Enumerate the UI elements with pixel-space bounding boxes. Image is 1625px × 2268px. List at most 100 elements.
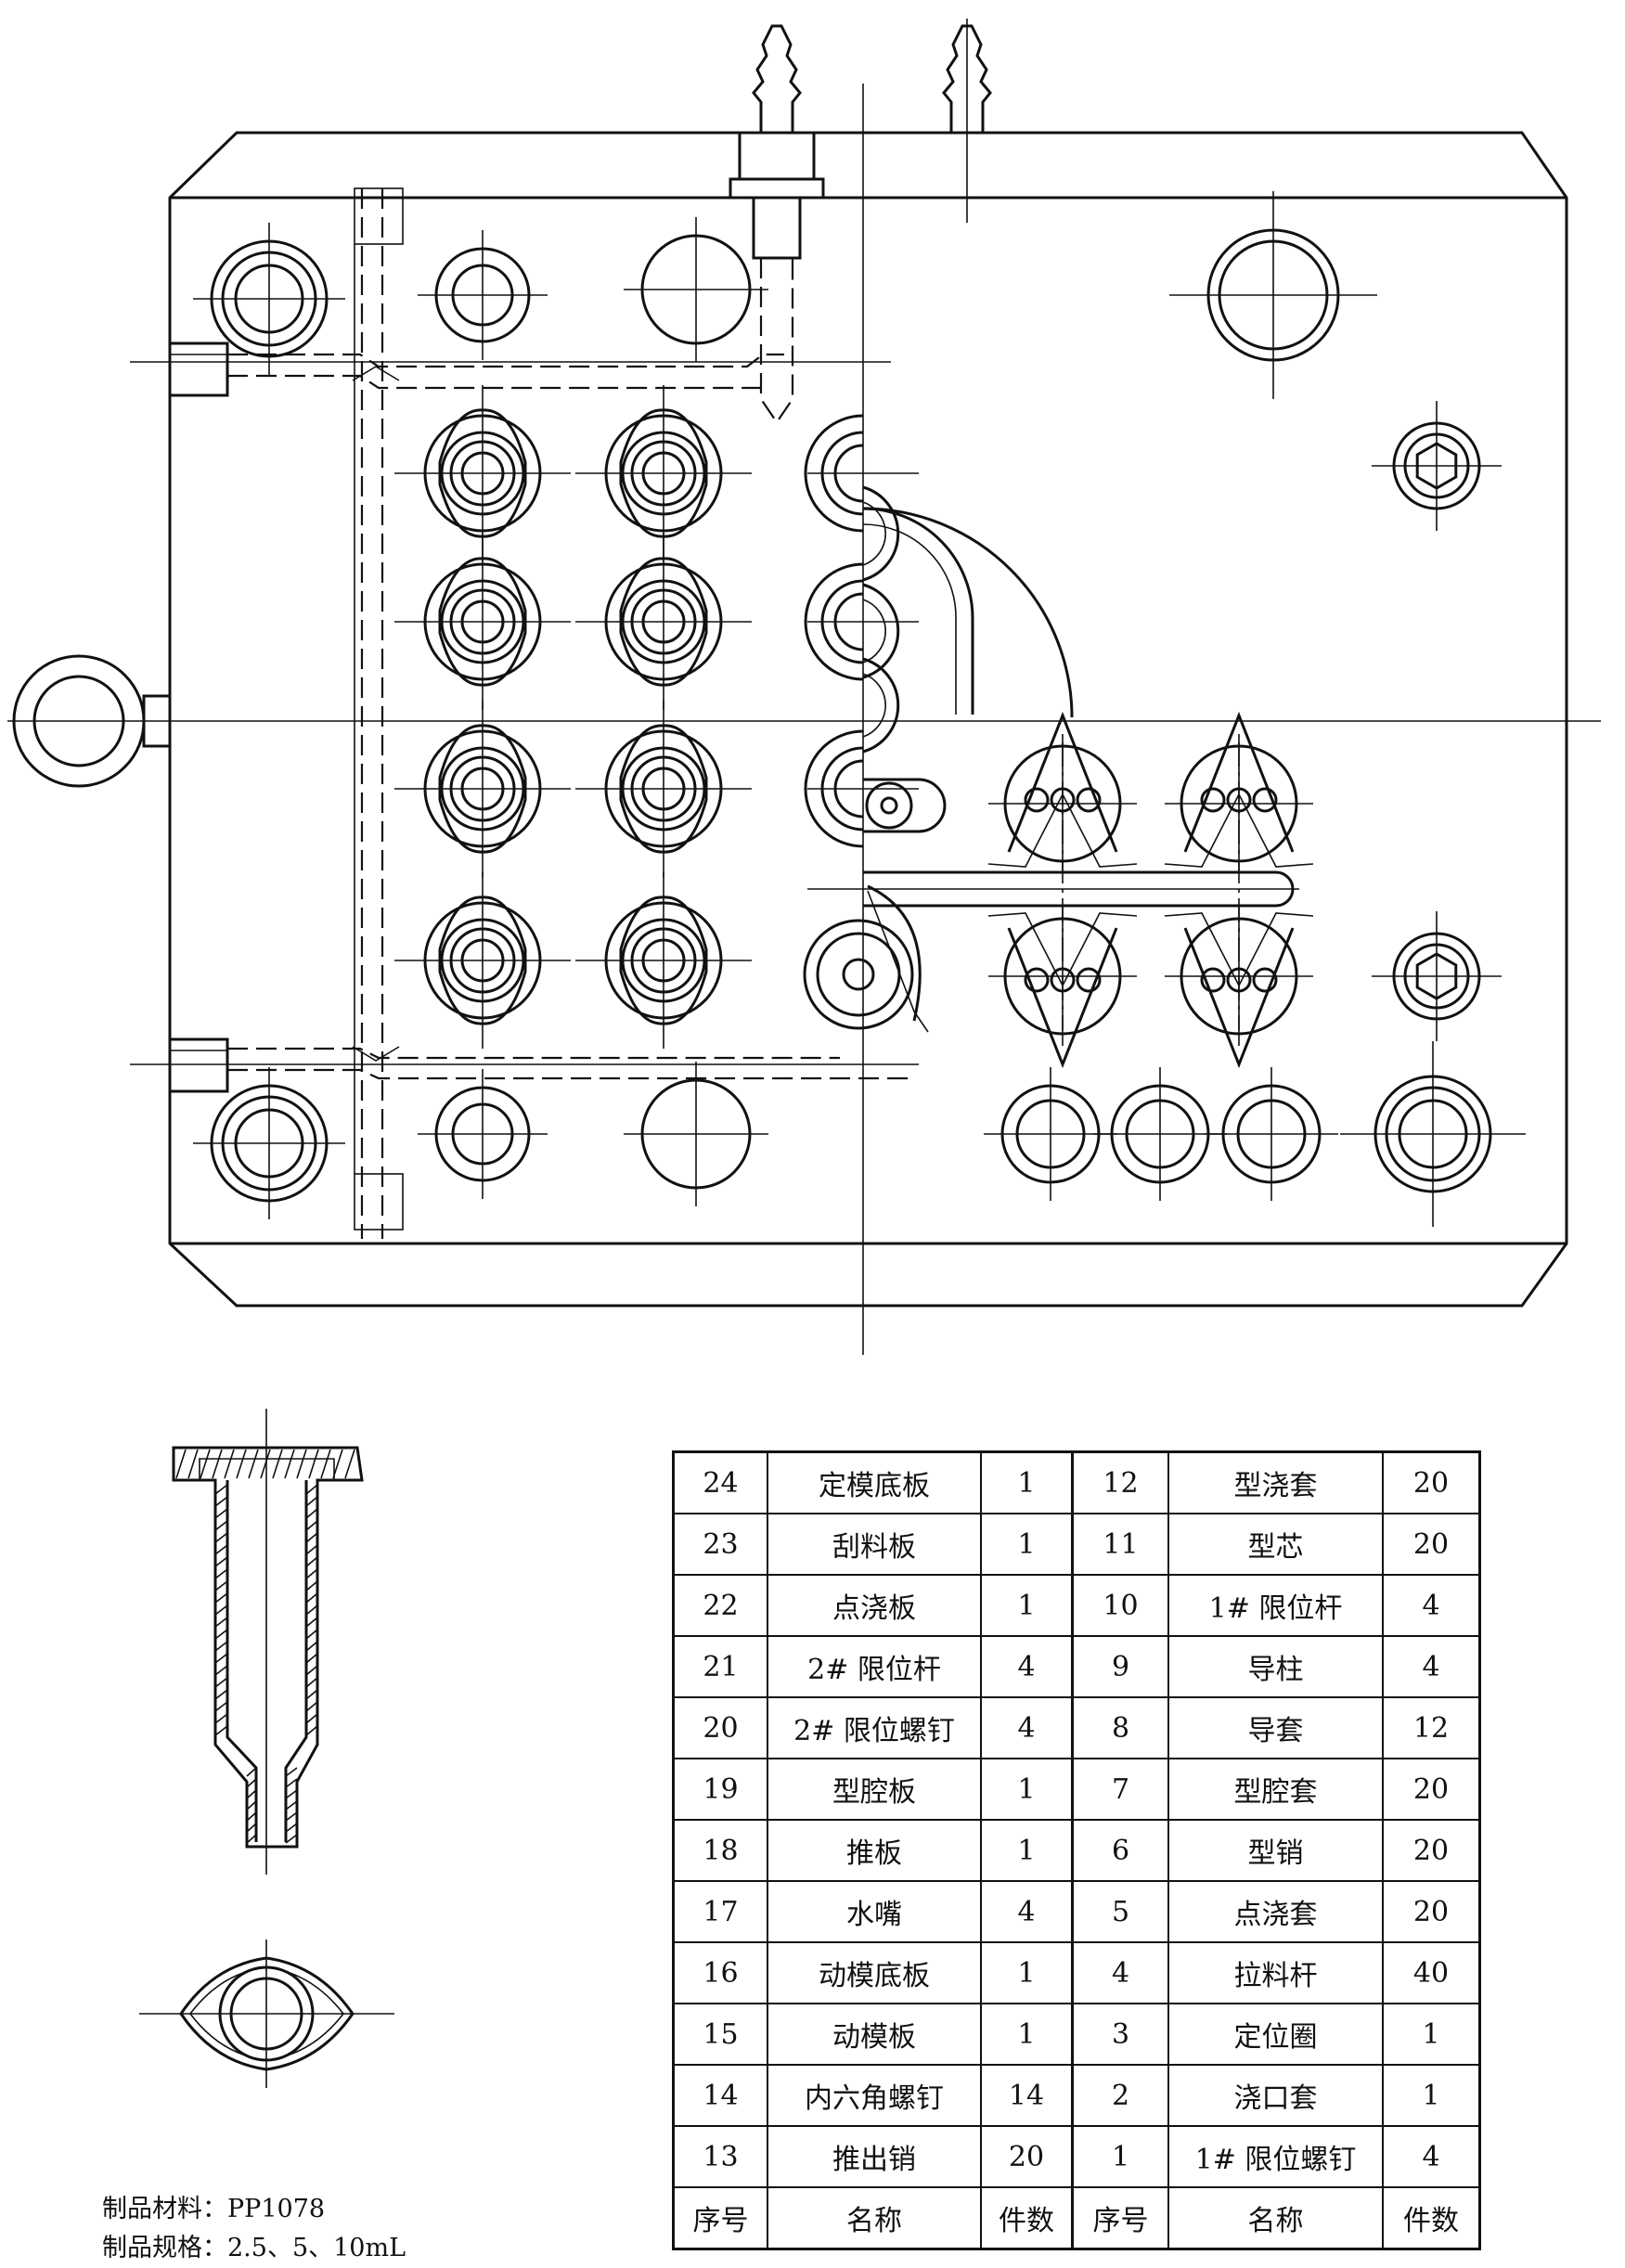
part-number-cell: 24 xyxy=(672,1450,768,1514)
flange-hatch xyxy=(260,1449,271,1479)
wall-hatch xyxy=(305,1496,318,1507)
nozzle-body xyxy=(738,131,816,181)
header-qty: 件数 xyxy=(1382,2186,1481,2250)
gate-v-runner xyxy=(1183,711,1295,853)
channel-plug xyxy=(354,1173,404,1231)
cavity xyxy=(575,701,752,877)
part-name-cell: 定位圈 xyxy=(1167,2003,1384,2066)
gate-point xyxy=(1200,787,1226,813)
part-name-cell: 型芯 xyxy=(1167,1513,1384,1576)
part-number-cell: 3 xyxy=(1071,2003,1169,2066)
nozzle-hatch xyxy=(246,1767,257,1777)
cavity-profile xyxy=(438,896,527,1025)
part-qty-cell: 1 xyxy=(980,1941,1074,2004)
barrel-inner-wall-left xyxy=(226,1480,258,1842)
sprue-nozzle xyxy=(729,19,992,424)
nozzle-hatch xyxy=(246,1789,257,1799)
cavity xyxy=(575,385,752,561)
spec-note: 制品规格：2.5、5、10mL xyxy=(102,2234,406,2262)
gate-cavity-outer xyxy=(803,919,914,1030)
part-name-cell: 型腔板 xyxy=(767,1758,982,1821)
wall-hatch xyxy=(305,1629,318,1640)
cavity-profile xyxy=(619,724,708,854)
cavity-profile xyxy=(438,557,527,687)
wall-hatch xyxy=(214,1713,228,1724)
gate-v-runner xyxy=(1007,927,1118,1069)
part-name-cell: 推出销 xyxy=(767,2125,982,2188)
wall-hatch xyxy=(305,1713,318,1724)
part-qty-cell: 4 xyxy=(1382,1574,1481,1637)
header-name: 名称 xyxy=(767,2186,982,2250)
nozzle-hatch xyxy=(246,1811,257,1822)
water-nozzle-fitting xyxy=(752,24,802,133)
part-number-cell: 23 xyxy=(672,1513,768,1576)
part-name-cell: 内六角螺钉 xyxy=(767,2064,982,2127)
flange-hatch xyxy=(344,1449,355,1479)
flange-hatch xyxy=(224,1449,235,1479)
header-qty: 件数 xyxy=(980,2186,1074,2250)
cavity-partial xyxy=(804,414,919,533)
part-qty-cell: 1 xyxy=(980,1450,1074,1514)
part-qty-cell: 4 xyxy=(1382,2125,1481,2188)
part-qty-cell: 14 xyxy=(980,2064,1074,2127)
part-name-cell: 定模底板 xyxy=(767,1450,982,1514)
gate-point xyxy=(1024,787,1050,813)
cavity-profile xyxy=(438,408,527,538)
part-qty-cell: 1 xyxy=(980,2003,1074,2066)
wall-hatch xyxy=(214,1520,228,1531)
part-qty-cell: 12 xyxy=(1382,1696,1481,1759)
wall-hatch xyxy=(214,1568,228,1579)
guide-pillars xyxy=(193,191,1526,1227)
part-number-cell: 21 xyxy=(672,1635,768,1698)
wall-hatch xyxy=(214,1532,228,1543)
header-no: 序号 xyxy=(1071,2186,1169,2250)
wall-hatch xyxy=(305,1520,318,1531)
part-qty-cell: 1 xyxy=(980,1574,1074,1637)
wall-hatch xyxy=(305,1592,318,1604)
nozzle-hatch xyxy=(246,1800,257,1811)
product-section-view xyxy=(139,1409,394,2088)
section-inner-arc xyxy=(862,523,957,715)
wall-hatch xyxy=(305,1604,318,1616)
part-name-cell: 导柱 xyxy=(1167,1635,1384,1698)
cavities xyxy=(394,385,929,1049)
part-number-cell: 22 xyxy=(672,1574,768,1637)
wall-hatch xyxy=(305,1484,318,1495)
wall-hatch xyxy=(305,1701,318,1712)
part-number-cell: 16 xyxy=(672,1941,768,2004)
flange-hatch xyxy=(175,1449,187,1479)
part-qty-cell: 20 xyxy=(1382,1819,1481,1882)
channel-corner xyxy=(352,366,400,1062)
point-gate-runners xyxy=(807,711,1314,1069)
part-qty-cell: 1 xyxy=(980,1819,1074,1882)
cooling-channel xyxy=(227,374,761,390)
wall-hatch xyxy=(214,1604,228,1616)
part-qty-cell: 20 xyxy=(980,2125,1074,2188)
cavity-partial xyxy=(804,562,919,681)
section-half-cavity xyxy=(862,485,900,582)
gate-point xyxy=(1076,787,1102,813)
cavity-partial xyxy=(804,729,919,848)
flange-hatch xyxy=(284,1449,295,1479)
gate-cavity-ring xyxy=(816,932,901,1017)
part-name-cell: 1# 限位杆 xyxy=(1167,1574,1384,1637)
part-qty-cell: 4 xyxy=(980,1635,1074,1698)
section-half-core xyxy=(862,599,886,664)
barrel-outer-profile xyxy=(172,1446,364,1849)
section-inner-arc xyxy=(862,507,974,715)
part-name-cell: 刮料板 xyxy=(767,1513,982,1576)
cavity xyxy=(575,534,752,710)
cavity xyxy=(575,872,752,1049)
part-number-cell: 20 xyxy=(672,1696,768,1759)
nozzle-hatch xyxy=(285,1811,298,1822)
partial-cavity-outer xyxy=(804,562,864,681)
part-name-cell: 1# 限位螺钉 xyxy=(1167,2125,1384,2188)
wall-hatch xyxy=(214,1725,228,1736)
part-qty-cell: 20 xyxy=(1382,1880,1481,1943)
eye-bolt-inner xyxy=(32,675,125,767)
part-name-cell: 动模板 xyxy=(767,2003,982,2066)
nozzle-stem xyxy=(752,196,802,260)
